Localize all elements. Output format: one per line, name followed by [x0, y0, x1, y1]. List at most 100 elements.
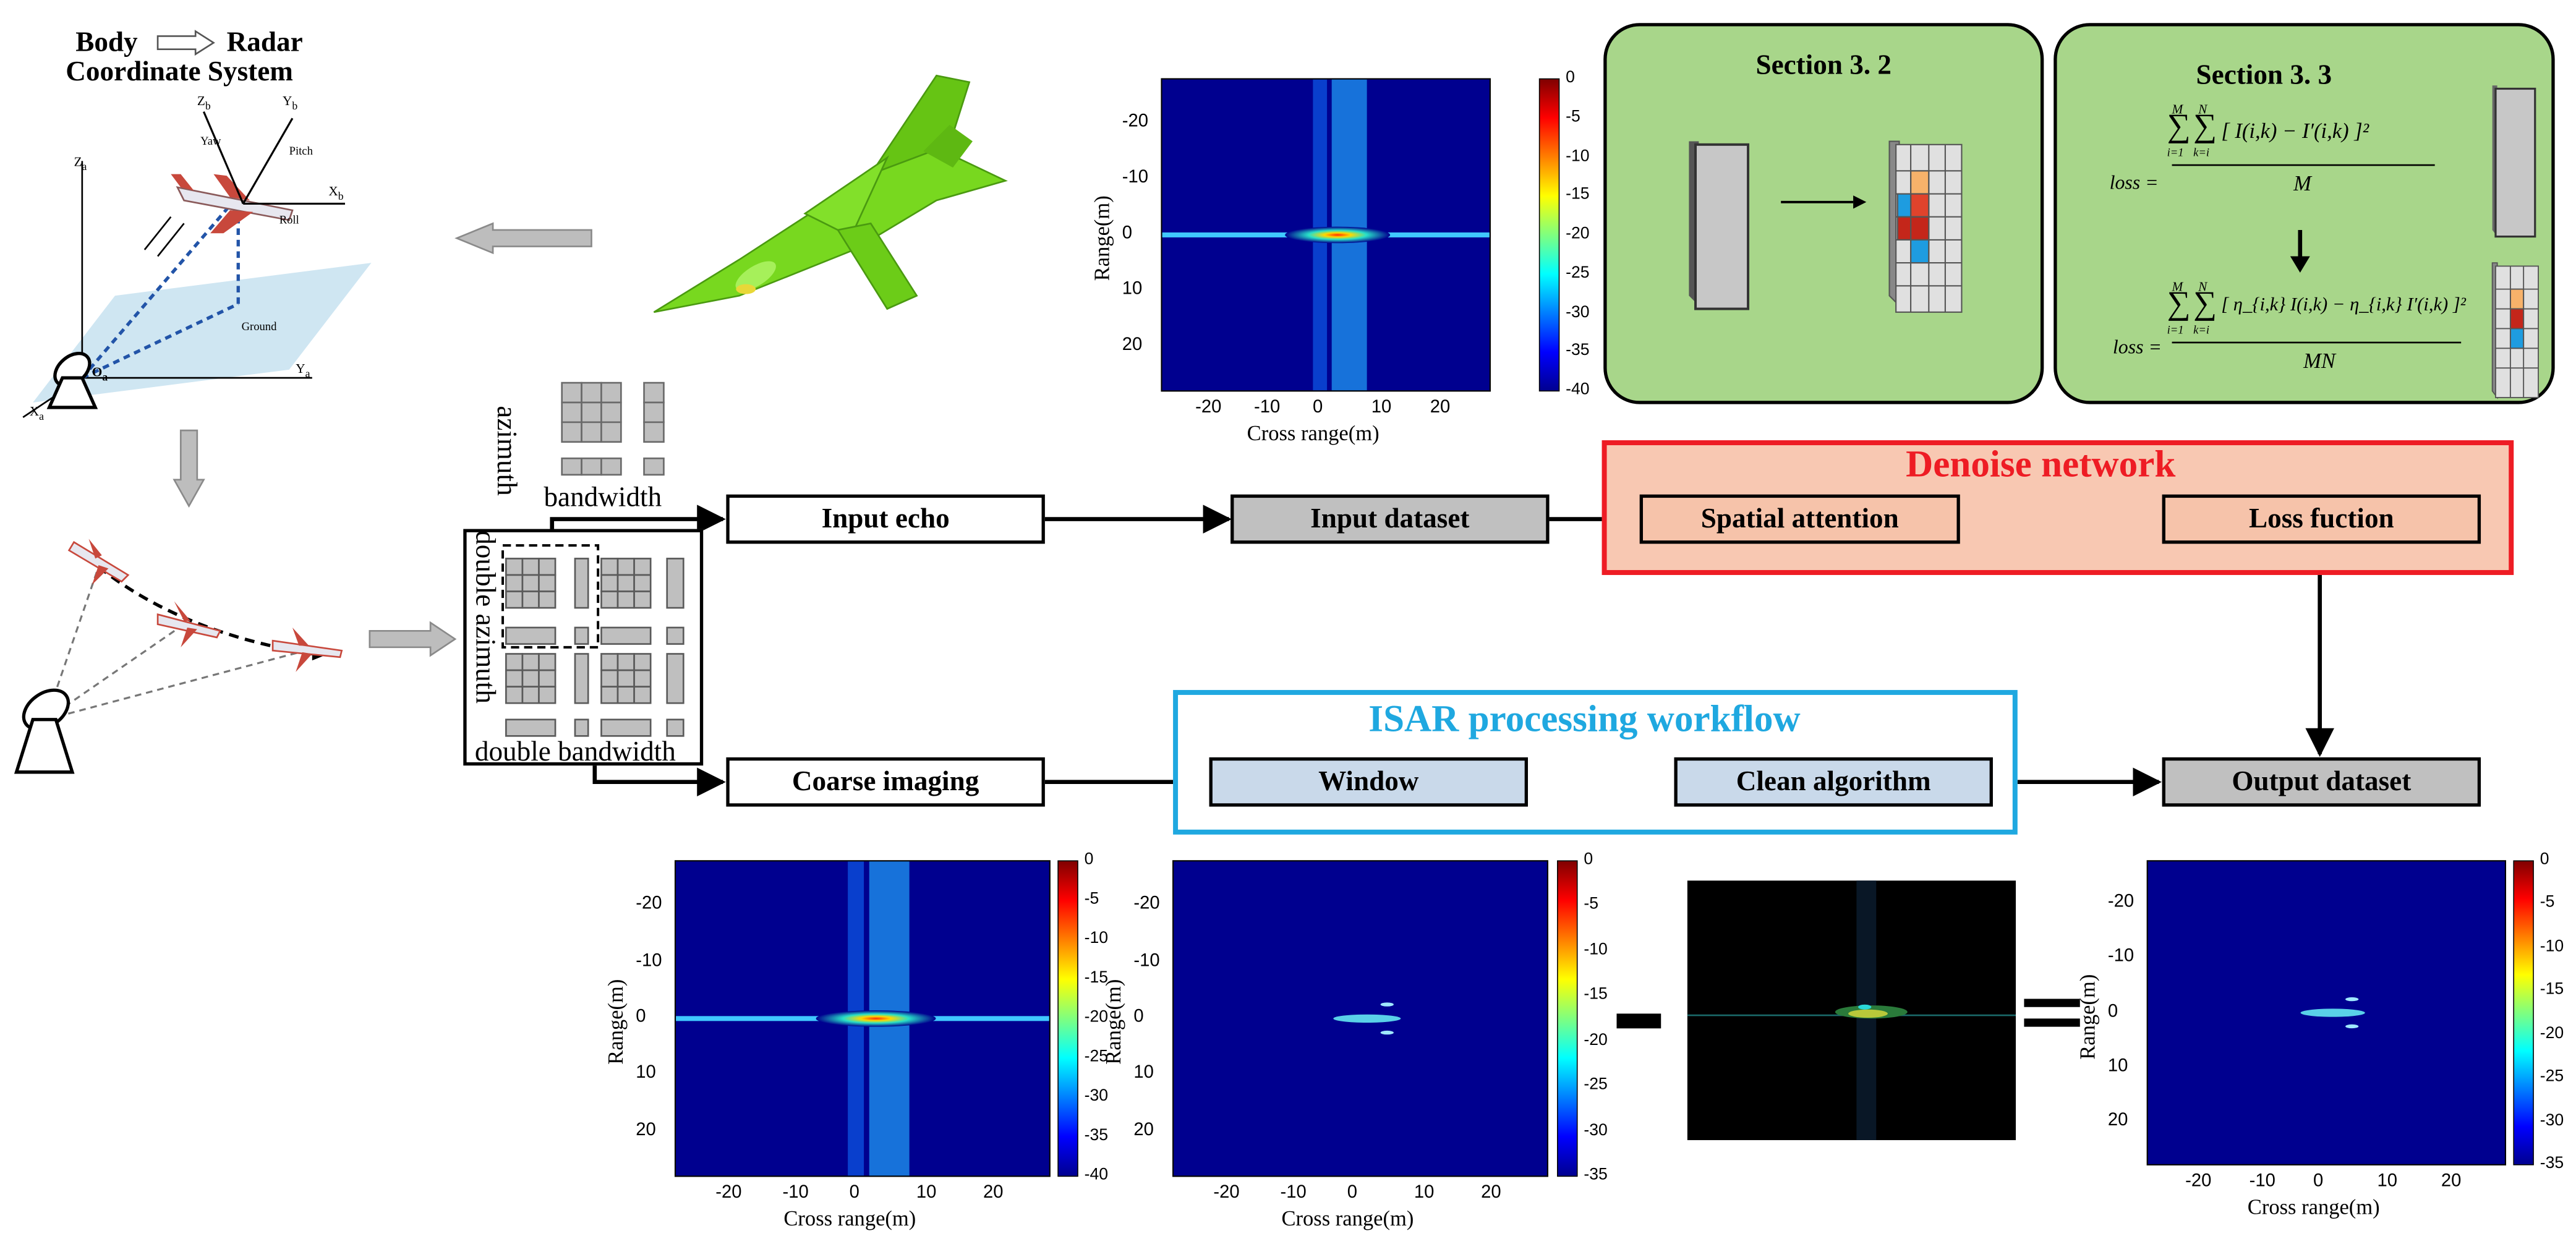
aircraft-3d-model	[653, 74, 1008, 313]
section-3-2-illustration	[1689, 140, 1963, 313]
y-tick-label: 0	[1133, 1007, 1144, 1027]
sum-lower-i-2: i=1	[2167, 323, 2184, 337]
double-data-matrix	[501, 544, 685, 737]
residual-image	[1687, 880, 2016, 1140]
mse-denominator: M	[2293, 171, 2311, 196]
small-data-matrix	[561, 381, 665, 476]
loss-function-box[interactable]: Loss fuction	[2162, 494, 2481, 544]
y-tick-label: 20	[2107, 1109, 2128, 1130]
x-tick-label: 20	[983, 1183, 1004, 1203]
y-tick-label: -20	[1133, 894, 1160, 914]
clean-algorithm-box[interactable]: Clean algorithm	[1674, 757, 1993, 807]
x-tick-label: 10	[1371, 397, 1392, 417]
radar-geometry-diagram	[22, 111, 372, 418]
x-tick-label: 0	[1347, 1183, 1358, 1203]
sum-upper-n-2: N	[2198, 279, 2207, 294]
y-tick-label: -20	[1122, 112, 1148, 132]
colorbar-tick-label: -30	[1566, 303, 1590, 322]
x-tick-label: 0	[2313, 1171, 2324, 1191]
radar-dish-large	[14, 688, 75, 774]
colorbar-tick-label: -25	[1566, 264, 1590, 283]
x-tick-label: 20	[1430, 397, 1451, 417]
x-tick-label: -20	[1195, 397, 1222, 417]
sum-symbol-1: ∑	[2167, 108, 2191, 145]
y-tick-label: 20	[1122, 334, 1143, 355]
colorbar-tick-label: -20	[2540, 1025, 2564, 1043]
colorbar-tick-label: -5	[1584, 896, 1599, 914]
y-tick-label: -10	[1122, 168, 1148, 188]
x-axis-label: Cross range(m)	[1247, 420, 1380, 446]
coord-oa-label: Oa	[92, 364, 108, 384]
spatial-attention-box[interactable]: Spatial attention	[1639, 494, 1960, 544]
mse-fraction-bar	[2172, 164, 2435, 166]
coord-system-label: Coordinate System	[66, 56, 293, 87]
sum-upper-n: N	[2198, 101, 2207, 117]
x-tick-label: -10	[782, 1183, 809, 1203]
coord-yaw-label: Yaw	[200, 134, 221, 148]
radar-dish-small	[46, 351, 98, 409]
colorbar-tick-label: -5	[1084, 890, 1099, 909]
colorbar-tick-label: -20	[1084, 1008, 1109, 1027]
weighted-denominator: MN	[2303, 348, 2335, 373]
mse-numerator: [ I(i,k) − I′(i,k) ]²	[2221, 118, 2369, 143]
body-to-radar-hollow-arrow	[156, 30, 215, 56]
colorbar-tick-label: -5	[2540, 894, 2555, 913]
x-tick-label: 10	[2377, 1171, 2398, 1191]
grey-arrow-geometry-to-trajectory	[173, 429, 205, 508]
x-tick-label: -20	[1213, 1183, 1240, 1203]
colorbar-tick-label: -35	[1566, 342, 1590, 360]
colorbar-tick-label: -35	[2540, 1154, 2564, 1174]
y-tick-label: 0	[636, 1007, 646, 1027]
y-tick-label: -10	[2107, 947, 2135, 967]
x-tick-label: -10	[1280, 1183, 1307, 1203]
colorbar-tick-label: -25	[2540, 1068, 2564, 1086]
flight-trajectory-diagram	[14, 539, 343, 774]
aircraft-position-1	[67, 539, 130, 585]
output-dataset-box[interactable]: Output dataset	[2162, 757, 2481, 807]
sum-symbol-3: ∑	[2167, 286, 2191, 322]
x-tick-label: 0	[1312, 397, 1323, 417]
colorbar-tick-label: -10	[1566, 147, 1590, 166]
x-tick-label: -20	[2185, 1171, 2212, 1191]
colorbar-tick-label: -35	[1084, 1127, 1109, 1145]
coord-xa-label: Xa	[29, 404, 45, 424]
cube-bandwidth-label: bandwidth	[544, 481, 662, 513]
y-axis-label: Range(m)	[1101, 979, 1126, 1065]
y-axis-label: Range(m)	[2075, 973, 2100, 1059]
aircraft-position-2	[156, 601, 221, 647]
x-axis-label: Cross range(m)	[783, 1206, 916, 1231]
colorbar-tick-label: -35	[1584, 1166, 1608, 1185]
equals-operator-top	[2024, 999, 2080, 1007]
coord-za-label: Za	[74, 154, 87, 174]
sum-symbol-2: ∑	[2193, 108, 2217, 145]
grey-arrow-trajectory-to-cube	[369, 621, 457, 657]
equals-operator-bottom	[2024, 1018, 2080, 1027]
coarse-imaging-box[interactable]: Coarse imaging	[726, 757, 1045, 807]
y-tick-label: 20	[636, 1119, 656, 1140]
y-tick-label: 0	[1122, 223, 1133, 244]
ground-plane	[33, 263, 372, 403]
input-dataset-box[interactable]: Input dataset	[1230, 494, 1550, 544]
y-tick-label: -10	[636, 950, 662, 971]
colorbar-tick-label: -15	[1084, 969, 1109, 987]
colorbar-tick-label: 0	[1566, 69, 1575, 87]
coord-roll-label: Roll	[279, 213, 299, 227]
colorbar-tick-label: -15	[1584, 986, 1608, 1005]
section-3-2-panel: Section 3. 2	[1603, 23, 2044, 404]
cube-double-bandwidth-label: double bandwidth	[474, 736, 676, 767]
y-tick-label: 20	[1133, 1119, 1154, 1140]
window-box[interactable]: Window	[1209, 757, 1529, 807]
y-tick-label: 10	[2107, 1055, 2128, 1076]
grey-arrow-model-to-geometry	[454, 222, 592, 255]
sum-upper-m: M	[2172, 101, 2183, 117]
y-axis-label: Range(m)	[603, 979, 628, 1065]
colorbar-tick-label: -25	[1084, 1048, 1109, 1067]
coord-pitch-label: Pitch	[289, 144, 313, 158]
y-tick-label: 10	[1133, 1063, 1154, 1083]
coord-radar-label: Radar	[226, 26, 303, 58]
input-echo-box[interactable]: Input echo	[726, 494, 1045, 544]
x-axis-label: Cross range(m)	[1281, 1206, 1414, 1231]
colorbar-tick-label: -20	[1584, 1031, 1608, 1050]
x-tick-label: 10	[916, 1183, 937, 1203]
x-tick-label: -10	[2249, 1171, 2275, 1191]
